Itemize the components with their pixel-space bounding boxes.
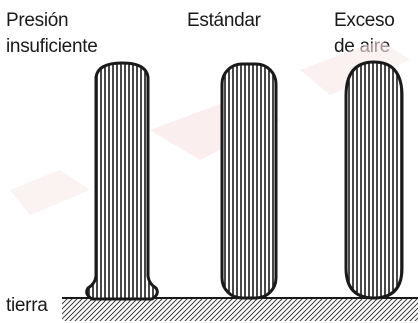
ground xyxy=(62,297,418,321)
tire-standard xyxy=(220,62,278,300)
label-ground: tierra xyxy=(6,295,48,316)
label-standard: Estándar xyxy=(187,10,261,31)
tire-underinflated xyxy=(85,61,159,301)
label-low-pressure: Presión insuficiente xyxy=(6,10,98,57)
tire-overinflated xyxy=(344,60,404,300)
